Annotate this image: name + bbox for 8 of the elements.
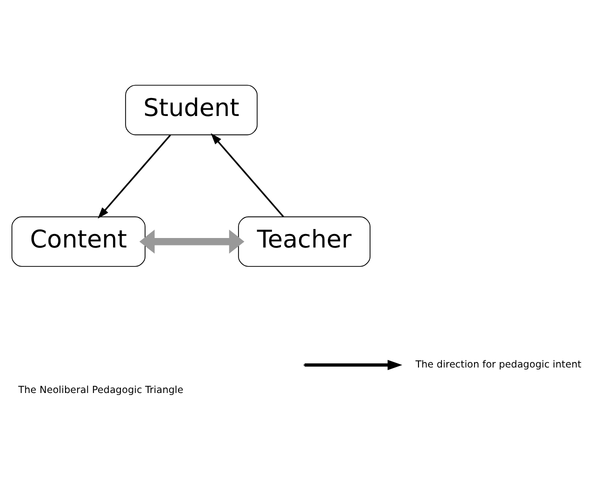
- node-box: Teacher: [238, 216, 370, 266]
- arrow: [139, 229, 244, 254]
- node-box: Student: [125, 84, 258, 135]
- arrow: [98, 134, 172, 218]
- caption: The Neoliberal Pedagogic Triangle: [18, 384, 184, 396]
- legend-label: The direction for pedagogic intent: [415, 359, 582, 370]
- node-box: Content: [12, 216, 146, 266]
- arrow: [210, 132, 284, 217]
